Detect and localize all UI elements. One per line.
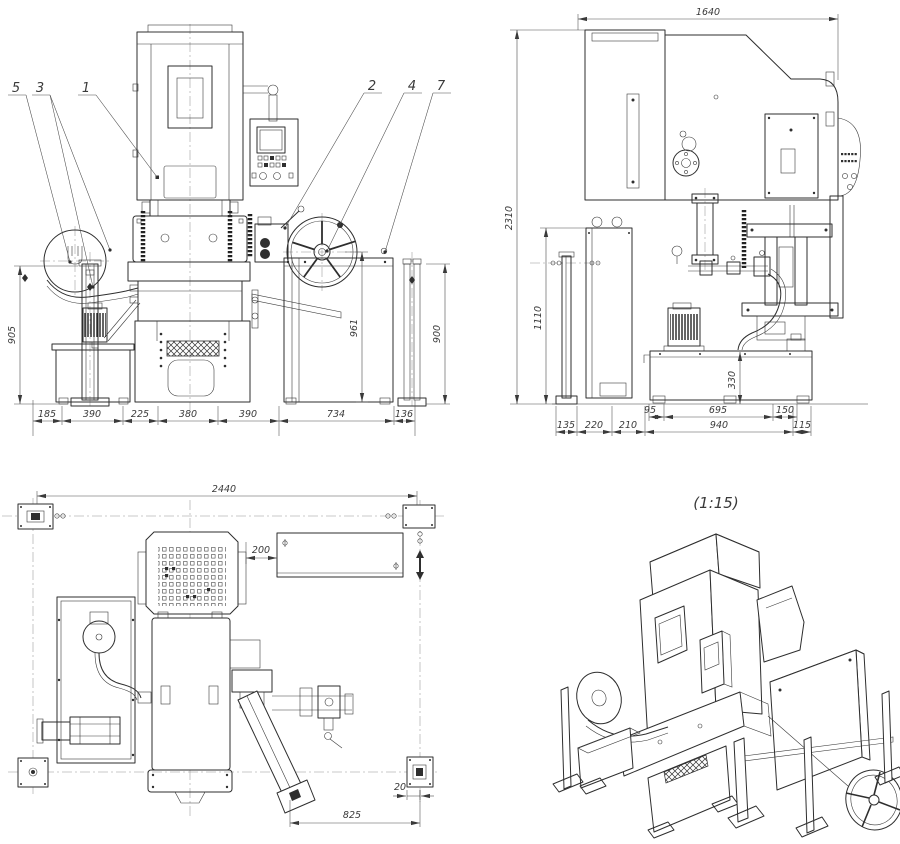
- isometric-view: (1:15): [552, 494, 900, 839]
- dim-label: 695: [709, 405, 727, 416]
- left-frame-plan: [36, 596, 152, 764]
- callout-4: 4: [408, 79, 416, 94]
- dim-label: 115: [793, 420, 811, 431]
- dim-label: 1640: [696, 7, 720, 18]
- hydraulic-unit: [51, 299, 141, 405]
- callout-3: 3: [36, 81, 44, 96]
- scale-label: (1:15): [693, 494, 738, 512]
- callout-2: 2: [368, 79, 376, 94]
- cabinet-plan: [276, 532, 404, 578]
- press-head: [132, 24, 244, 201]
- dim-label: 390: [239, 409, 257, 420]
- iso-fence-posts: [552, 686, 900, 838]
- guard-post-right: [397, 258, 427, 407]
- dim-label: 390: [83, 409, 101, 420]
- dim-label: 136: [395, 409, 413, 420]
- dim-label: 150: [776, 405, 794, 416]
- pump-unit: [643, 302, 813, 404]
- dim-label: 380: [179, 409, 197, 420]
- dim-label: 95: [644, 405, 656, 416]
- conduit-pipe: [243, 84, 279, 122]
- iso-press-tower: [639, 533, 805, 743]
- dim-label: 210: [619, 420, 637, 431]
- iso-bolster-base: [617, 691, 772, 839]
- side-view: 1640 2310 1110 330 95 695 150: [504, 7, 868, 436]
- dim-label: 940: [710, 420, 728, 431]
- die-set: [741, 195, 844, 341]
- dim-label: 1110: [533, 306, 544, 330]
- dim-label: 905: [7, 326, 18, 344]
- dim-label: 20: [394, 782, 406, 793]
- feed-unit: [251, 205, 305, 329]
- dim-label: 200: [252, 545, 270, 556]
- tall-guard-panel: [585, 216, 633, 399]
- front-dimensions: 185 390 225 380 390 734 136 905 961 900: [7, 251, 450, 436]
- dim-label: 2310: [504, 206, 515, 230]
- dim-label: 135: [557, 420, 575, 431]
- dim-label: 185: [38, 409, 56, 420]
- anchor-pads: [17, 503, 436, 788]
- iso-decoiler: [576, 671, 669, 795]
- bolster-plate: [132, 211, 253, 263]
- iso-flywheel: [767, 715, 900, 831]
- machine-body-plan: [147, 611, 233, 804]
- callout-5: 5: [12, 81, 20, 96]
- dim-label: 220: [585, 420, 603, 431]
- pendant-control: [837, 117, 861, 197]
- press-base: [134, 320, 251, 403]
- dim-label: 225: [131, 409, 149, 420]
- plan-dimensions: 2440 200 825 20: [36, 484, 434, 827]
- dim-label: 734: [327, 409, 345, 420]
- vented-top-panel: [137, 531, 247, 615]
- callout-1: 1: [82, 81, 90, 96]
- guide-cylinder: [691, 188, 719, 272]
- outfeed-table: [251, 247, 394, 405]
- dim-label: 825: [343, 810, 361, 821]
- control-panel: [249, 118, 299, 187]
- feeder-plan: [229, 639, 354, 814]
- rear-cabinet: [584, 29, 666, 201]
- dim-label: 2440: [212, 484, 236, 495]
- press-body-side: [664, 34, 839, 201]
- dim-label: 961: [349, 319, 360, 337]
- dim-label: 330: [727, 371, 738, 389]
- side-dimensions: 1640 2310 1110 330 95 695 150: [504, 7, 839, 436]
- plan-view: 2440 200 825 20: [2, 484, 444, 827]
- dim-label: 900: [432, 325, 443, 343]
- callout-7: 7: [437, 79, 446, 94]
- decoiler-reel: [43, 229, 139, 304]
- iso-cabinet: [769, 649, 871, 791]
- callouts: 5 3 1 2 4 7: [8, 79, 451, 289]
- front-view: 5 3 1 2 4 7: [7, 24, 451, 436]
